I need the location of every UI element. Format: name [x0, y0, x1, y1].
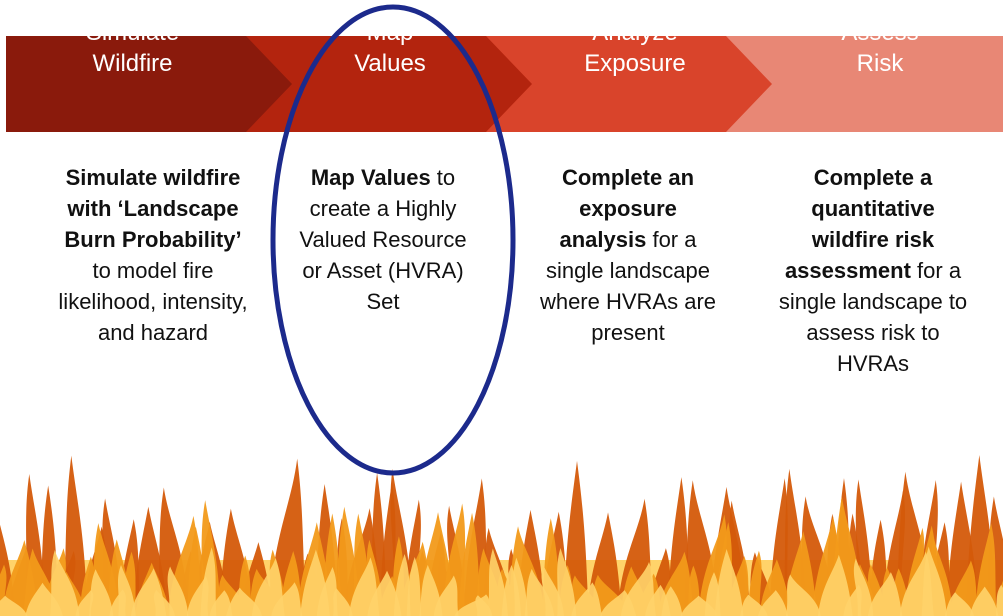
chevron-assess-risk [726, 36, 1003, 132]
flame-tongue [661, 586, 683, 616]
flame-tongue [867, 572, 903, 616]
step-label-line1: Analyze [592, 19, 678, 46]
flame-tongue [513, 557, 528, 616]
step-label-simulate-wildfire: Simulate Wildfire [30, 0, 235, 96]
step-label-analyze-exposure: Analyze Exposure [535, 0, 735, 96]
flame-tongue [458, 512, 481, 616]
description-text: for a single landscape to assess risk to… [778, 258, 968, 376]
description-simulate-wildfire: Simulate wildfire with ‘Landscape Burn P… [58, 162, 248, 348]
description-bold-text: Map Values [310, 165, 431, 190]
step-label-line1: Map [366, 19, 414, 46]
flame-tongue [571, 582, 603, 616]
description-bold-text: Complete an exposure analysis [559, 165, 695, 252]
flame-tongue [785, 574, 821, 616]
flame-tongue [316, 567, 338, 616]
flame-tongue [433, 575, 459, 616]
flame-tongue [488, 548, 508, 616]
description-assess-risk: Complete a quantitative wildfire risk as… [778, 162, 968, 379]
flame-tongue [817, 554, 853, 616]
step-label-line1: Assess [841, 19, 919, 46]
flame-tongue [209, 590, 233, 616]
flame-tongue [557, 547, 577, 616]
flame-tongue [921, 546, 947, 616]
step-label-map-values: Map Values [290, 0, 490, 96]
description-map-values: Map Values to create a Highly Valued Res… [288, 162, 478, 317]
flame-tongue [853, 558, 874, 616]
flame-tongue [419, 564, 443, 616]
flame-tongue [167, 566, 189, 616]
step-label-line2: Wildfire [92, 50, 173, 77]
step-label-line2: Exposure [584, 50, 686, 77]
chevron-analyze-exposure [486, 36, 780, 132]
flame-tongue [118, 564, 136, 616]
flame-tongue [50, 550, 80, 616]
flame-tongue [475, 595, 493, 616]
description-bold-text: Complete a quantitative wildfire risk as… [784, 165, 935, 283]
flame-tongue [271, 582, 303, 616]
flame-tongue [75, 590, 94, 616]
flame-tongue [758, 590, 789, 616]
flame-tongue [200, 547, 217, 616]
flame-tongue [333, 588, 353, 616]
step-label-assess-risk: Assess Risk [780, 0, 980, 96]
step-label-line2: Risk [856, 50, 904, 77]
flame-tongue [995, 584, 1003, 616]
flame-tongue [63, 455, 88, 616]
flames-image [0, 455, 1003, 616]
flame-tongue [969, 586, 999, 616]
flame-tongue [251, 557, 285, 616]
flame-tongue [393, 554, 411, 616]
description-analyze-exposure: Complete an exposure analysis for a sing… [533, 162, 723, 348]
flame-tongue [714, 549, 744, 616]
chevron-simulate-wildfire [6, 36, 298, 132]
flame-tongue [944, 592, 975, 616]
description-text: for a single landscape where HVRAs are p… [539, 227, 717, 345]
flame-tongue [0, 595, 28, 616]
flame-tongue [406, 557, 422, 616]
flame-tongue [620, 562, 656, 616]
flame-tongue [89, 569, 114, 616]
step-label-line2: Values [354, 50, 426, 77]
flame-tongue [367, 570, 402, 616]
description-text: to model fire likelihood, intensity, and… [58, 258, 248, 345]
step-label-line1: Simulate [85, 19, 180, 46]
description-bold-text: Simulate wildfire with ‘Landscape Burn P… [64, 165, 242, 252]
